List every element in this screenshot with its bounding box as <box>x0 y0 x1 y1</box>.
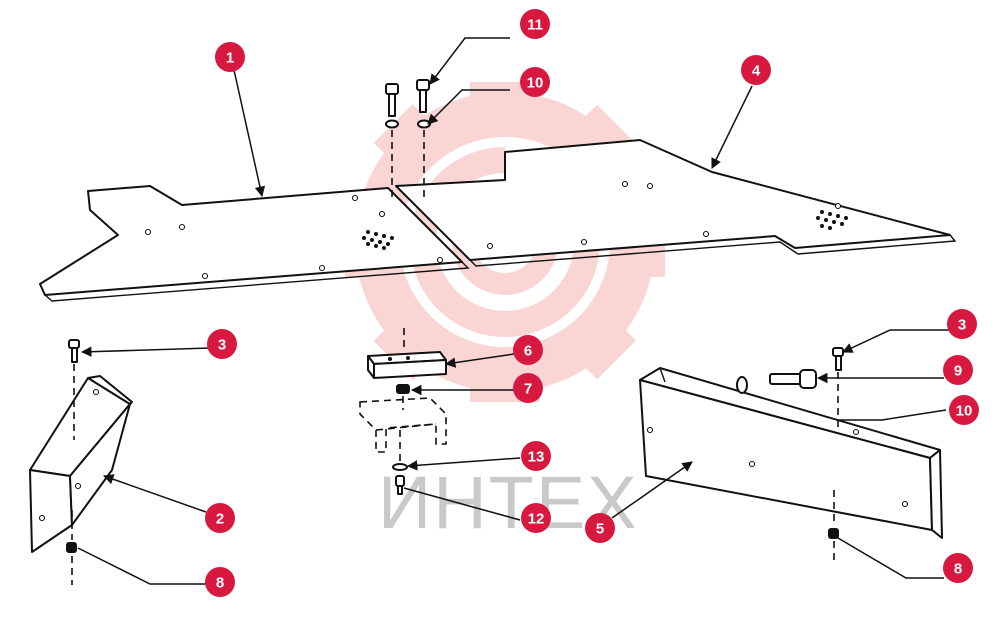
callout-badge <box>513 335 543 365</box>
callout-badge <box>205 503 235 533</box>
bolt-left-bracket <box>68 339 80 440</box>
callout-8: 8 <box>943 553 973 583</box>
callout-badge <box>520 9 550 39</box>
callout-label: 8 <box>216 575 224 592</box>
callout-5: 5 <box>585 513 615 543</box>
bracket-right <box>639 367 943 539</box>
pin-bolt-right <box>736 369 817 394</box>
callout-badge <box>585 513 615 543</box>
callout-label: 7 <box>524 381 532 398</box>
leader-10-right <box>838 409 947 421</box>
callout-badge <box>947 309 977 339</box>
callout-3: 3 <box>947 309 977 339</box>
leader-12 <box>403 487 521 521</box>
callout-9: 9 <box>943 355 973 385</box>
callout-label: 10 <box>527 75 544 92</box>
callout-10: 10 <box>949 395 979 425</box>
callout-label: 4 <box>752 63 761 80</box>
callout-7: 7 <box>513 373 543 403</box>
callout-badge <box>205 567 235 597</box>
shield-plate-left <box>39 185 470 302</box>
leader-4 <box>711 85 753 169</box>
callout-label: 6 <box>524 343 532 360</box>
center-nut <box>396 384 410 410</box>
leader-2 <box>103 474 207 513</box>
callout-badge <box>215 42 245 72</box>
callout-badge <box>949 395 979 425</box>
nut-left-bracket <box>66 510 77 585</box>
bracket-left <box>29 375 133 553</box>
callout-label: 12 <box>528 511 545 528</box>
leader-3-right <box>842 329 950 353</box>
leader-8-left <box>77 547 206 585</box>
callout-label: 9 <box>954 363 962 380</box>
callout-2: 2 <box>205 503 235 533</box>
bolt-right-bracket <box>832 347 844 430</box>
vent-pattern-right <box>816 210 848 230</box>
callout-badge <box>207 329 237 359</box>
callout-10: 10 <box>520 67 550 97</box>
callout-13: 13 <box>521 441 551 471</box>
callout-label: 8 <box>954 561 962 578</box>
vent-pattern-left <box>362 230 394 250</box>
leader-6 <box>444 353 515 368</box>
nut-right-bracket <box>828 490 839 560</box>
leader-8-right <box>837 537 944 579</box>
callout-badge <box>521 503 551 533</box>
callout-badge <box>943 553 973 583</box>
mount-bracket-dashed <box>359 397 447 462</box>
shield-plate-right <box>395 139 957 267</box>
leader-1 <box>233 69 266 198</box>
callout-badge <box>943 355 973 385</box>
callout-badge <box>741 55 771 85</box>
callout-badge <box>520 67 550 97</box>
callout-label: 11 <box>527 17 543 34</box>
leader-5 <box>611 461 693 519</box>
callout-6: 6 <box>513 335 543 365</box>
leader-10-top <box>427 89 510 125</box>
callout-badge <box>521 441 551 471</box>
callout-label: 5 <box>596 521 604 538</box>
leader-lines <box>77 37 950 585</box>
callout-label: 1 <box>226 50 234 67</box>
callout-12: 12 <box>521 503 551 533</box>
callout-1: 1 <box>215 42 245 72</box>
callout-4: 4 <box>741 55 771 85</box>
top-bolt-right <box>416 79 431 200</box>
callout-label: 13 <box>528 449 545 466</box>
callout-label: 3 <box>958 317 966 334</box>
leader-11 <box>429 37 510 85</box>
callout-11: 11 <box>520 9 550 39</box>
callout-3: 3 <box>207 329 237 359</box>
callout-label: 2 <box>216 511 224 528</box>
callout-label: 10 <box>956 403 973 420</box>
callout-badge <box>513 373 543 403</box>
callout-8: 8 <box>205 567 235 597</box>
callout-label: 3 <box>218 337 226 354</box>
top-bolt-left <box>385 83 399 200</box>
leader-13 <box>406 457 521 471</box>
leader-3-left <box>80 346 211 357</box>
